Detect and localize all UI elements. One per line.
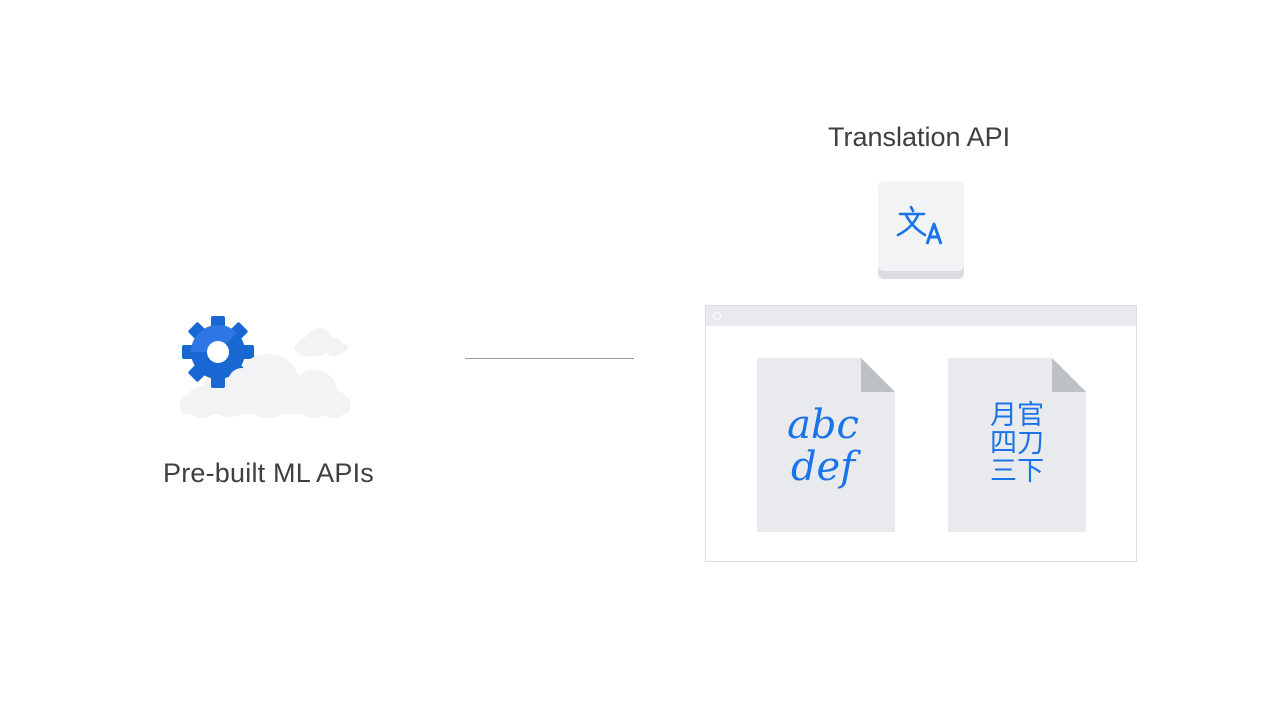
doc-latin-line1: abc	[787, 402, 859, 448]
gear-cloud-icon	[176, 316, 356, 420]
doc-cjk-line2: 四刀	[990, 428, 1044, 459]
window-dot-icon	[713, 312, 721, 320]
browser-window: abc def 月官 四刀 三下	[705, 305, 1137, 562]
doc-latin-line2: def	[791, 444, 861, 490]
document-cjk-icon: 月官 四刀 三下	[948, 358, 1086, 532]
translation-api-title: Translation API	[828, 122, 1011, 152]
document-latin-icon: abc def	[757, 358, 895, 532]
connector-line	[465, 358, 634, 359]
browser-title-bar	[706, 306, 1136, 326]
doc-cjk-line1: 月官	[990, 400, 1044, 431]
doc-cjk-line3: 三下	[990, 456, 1044, 487]
pre-built-ml-apis-label: Pre-built ML APIs	[163, 458, 374, 488]
translate-icon	[876, 179, 966, 281]
